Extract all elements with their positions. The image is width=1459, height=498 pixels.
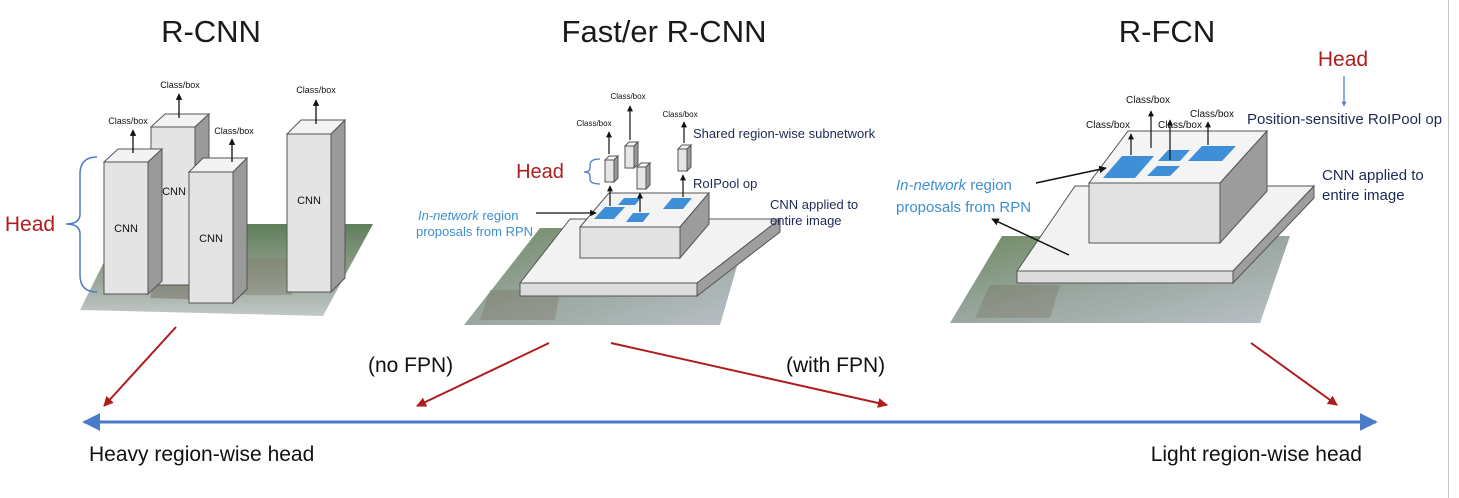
faster-rcnn-illustration: Class/box Class/box Class/box Head Share… (416, 92, 876, 325)
rfcn-proposals-label: proposals from RPN (896, 199, 1031, 216)
faster-class-box-2: Class/box (610, 92, 645, 101)
faster-innet-italic: In-network (418, 208, 480, 223)
faster-rcnn-title: Fast/er R-CNN (562, 14, 767, 49)
faster-region-1 (594, 207, 625, 219)
rcnn-head-label: Head (5, 213, 55, 236)
rfcn-region-2 (1147, 166, 1180, 176)
rfcn-class-box-3: Class/box (1158, 120, 1202, 131)
rfcn-class-box-1: Class/box (1086, 120, 1130, 131)
rfcn-region-4 (1188, 146, 1236, 161)
no-fpn-label: (no FPN) (368, 354, 453, 377)
faster-region-2 (626, 213, 650, 222)
rcnn-class-box-1: Class/box (108, 116, 148, 126)
faster-class-box-1: Class/box (576, 119, 611, 128)
rcnn-class-box-4: Class/box (296, 85, 336, 95)
rfcn-title: R-FCN (1119, 14, 1215, 49)
rcnn-cnn-label-4: CNN (297, 195, 321, 207)
faster-roipool-label: RoIPool op (693, 176, 757, 191)
rfcn-to-axis-arrow (1250, 342, 1338, 406)
rcnn-to-axis-arrow (103, 326, 177, 407)
faster-class-box-3: Class/box (662, 110, 697, 119)
right-edge-divider (1448, 0, 1449, 498)
faster-shared-subnet-label: Shared region-wise subnetwork (693, 126, 876, 141)
rcnn-cnn-label-2: CNN (162, 186, 186, 198)
faster-head-brace (583, 158, 601, 185)
rcnn-title: R-CNN (161, 14, 261, 49)
faster-cnn-applied-2: entire image (770, 213, 842, 228)
faster-cnn-applied-1: CNN applied to (770, 197, 858, 212)
rfcn-pos-sensitive-label: Position-sensitive RoIPool op (1247, 111, 1442, 128)
faster-head-label: Head (516, 161, 564, 183)
rfcn-class-box-4: Class/box (1190, 109, 1234, 120)
rcnn-head-brace (65, 156, 98, 293)
rcnn-cnn-label-1: CNN (114, 223, 138, 235)
faster-pooled-features (603, 140, 693, 191)
rfcn-innet-line-1: In-network region (896, 177, 1012, 194)
light-head-label: Light region-wise head (1151, 443, 1362, 466)
rfcn-innet-rest: region (966, 177, 1012, 194)
faster-innet-rest: region (479, 208, 519, 223)
rfcn-cnn-applied-2: entire image (1322, 187, 1405, 204)
rcnn-class-box-3: Class/box (214, 126, 254, 136)
rfcn-class-box-2: Class/box (1126, 95, 1170, 106)
rcnn-class-box-2: Class/box (160, 80, 200, 90)
with-fpn-label: (with FPN) (786, 354, 885, 377)
head-weight-spectrum: (no FPN) (with FPN) Heavy region-wise he… (82, 326, 1378, 466)
rfcn-head-label: Head (1318, 48, 1368, 71)
rfcn-cnn-applied-1: CNN applied to (1322, 167, 1424, 184)
rcnn-illustration: CNN CNN CNN CNN Class/box Class/box Clas… (5, 80, 373, 316)
heavy-head-label: Heavy region-wise head (89, 443, 314, 466)
rfcn-region-1 (1103, 156, 1154, 178)
rfcn-region-3 (1158, 150, 1190, 161)
faster-innet-line-1: In-network region (418, 208, 518, 223)
rfcn-innet-italic: In-network (896, 177, 968, 194)
rfcn-illustration: Class/box Class/box Class/box Class/box … (896, 48, 1442, 323)
faster-nofpn-arrow (416, 342, 550, 407)
faster-withfpn-arrow (610, 342, 888, 408)
faster-region-3 (663, 198, 692, 209)
faster-proposals-label: proposals from RPN (416, 224, 533, 239)
rcnn-cnn-label-3: CNN (199, 233, 223, 245)
